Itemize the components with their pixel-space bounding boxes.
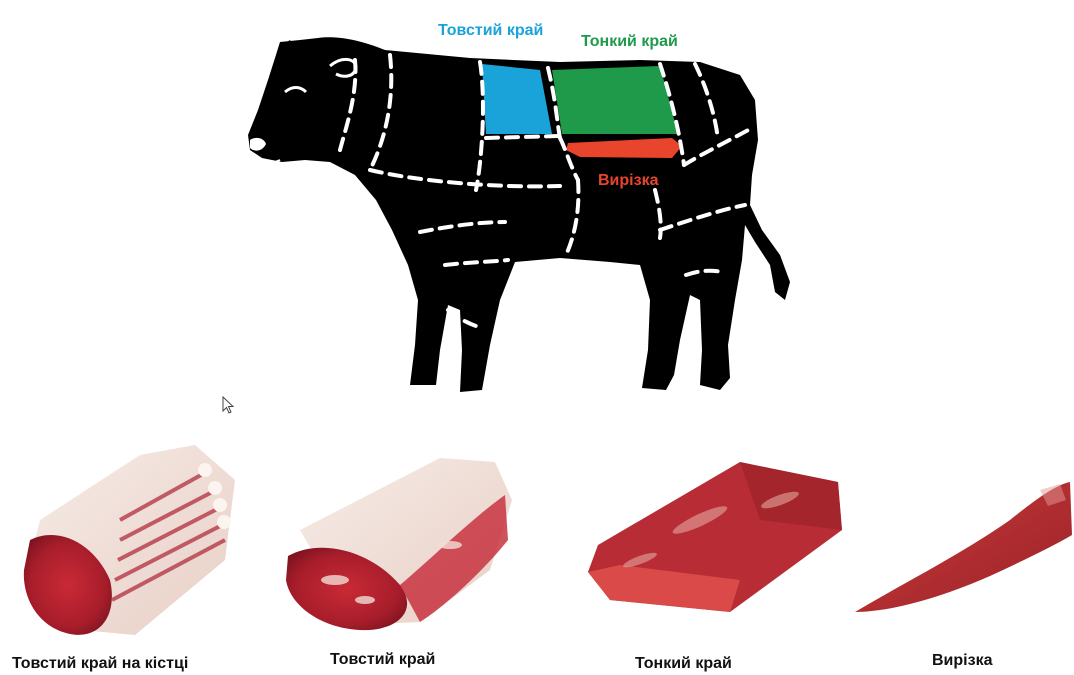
label-tenderloin: Вирізка: [598, 172, 658, 190]
label-thick-edge: Товстий край: [438, 22, 543, 40]
bone-in-rib-roast-image: [24, 445, 235, 635]
region-thin-edge: [552, 66, 678, 134]
caption-ribeye: Товстий край: [330, 651, 435, 669]
ribeye-roll-image: [286, 458, 512, 630]
cow-diagram: [248, 37, 790, 392]
striploin-image: [588, 462, 842, 612]
caption-bone-in-rib: Товстий край на кістці: [12, 655, 188, 673]
tenderloin-image: [855, 482, 1072, 612]
caption-striploin: Тонкий край: [635, 655, 732, 673]
label-thin-edge: Тонкий край: [581, 33, 678, 51]
caption-tenderloin: Вирізка: [932, 652, 992, 670]
